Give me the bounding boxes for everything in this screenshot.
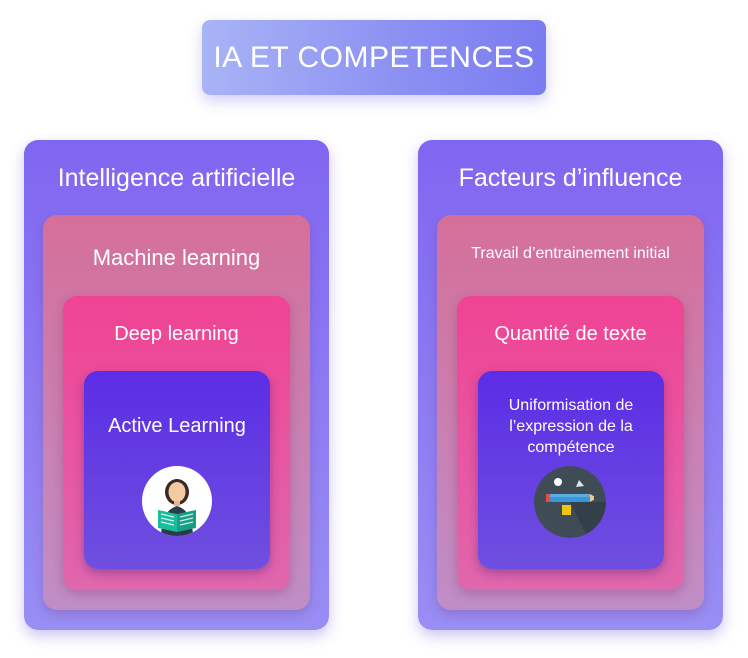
label-facteurs-influence: Facteurs d’influence — [458, 164, 683, 192]
label-active-learning: Active Learning — [108, 415, 246, 437]
label-uniformisation-line3: compétence — [527, 439, 615, 456]
label-uniformisation-line1: Uniformisation de — [508, 397, 634, 414]
panel-active-learning: Active Learning — [84, 371, 270, 569]
pencil-geometry-icon — [534, 466, 606, 538]
label-deep-learning: Deep learning — [114, 323, 239, 345]
label-quantite-texte: Quantité de texte — [494, 323, 647, 345]
reading-person-icon — [142, 466, 212, 536]
label-uniformisation-line2: l’expression de la — [509, 418, 633, 435]
panel-uniformisation: Uniformisation de l’expression de la com… — [478, 371, 664, 569]
label-travail-entrainement: Travail d’entrainement initial — [471, 245, 670, 262]
label-machine-learning: Machine learning — [92, 245, 261, 270]
label-intelligence-artificielle: Intelligence artificielle — [57, 164, 296, 192]
diagram-title: IA ET COMPETENCES — [202, 20, 546, 95]
